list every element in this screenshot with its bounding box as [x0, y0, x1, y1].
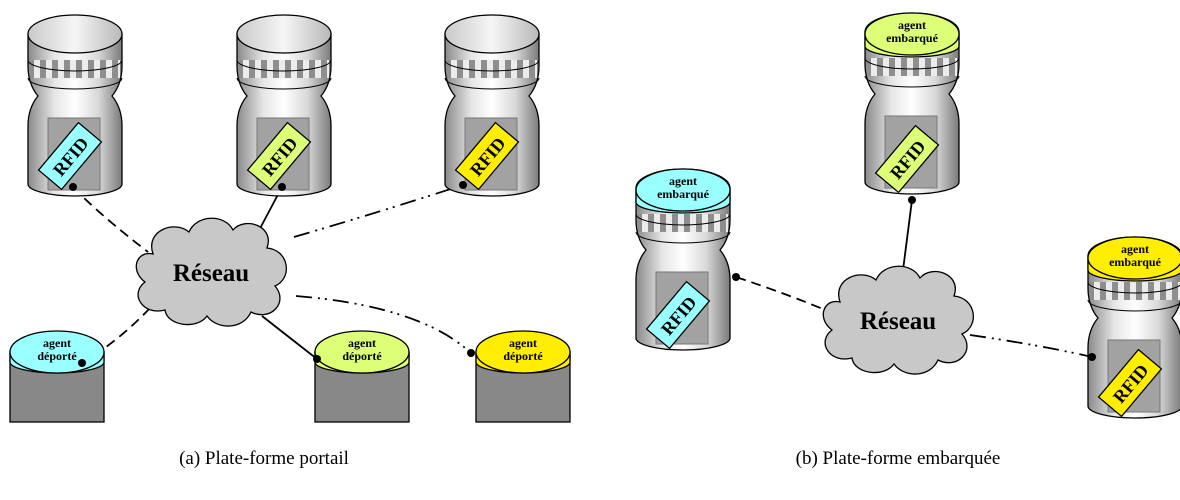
agent-label-line2: déporté — [342, 349, 382, 363]
panel-b-connectors — [735, 199, 1093, 358]
connector-solid — [901, 199, 913, 279]
agent-label-line2: embarqué — [886, 31, 938, 45]
connection-dot — [732, 273, 740, 281]
connector-dash-dot-dot — [969, 334, 1093, 358]
panel-a-connection-dots — [69, 181, 475, 367]
server-with-agent: agent embarqué RFID — [1087, 236, 1180, 419]
rfid-platforms-diagram: RFID RFID RFID Réseau agent déporté agen… — [9, 12, 1180, 423]
server-with-agent: agent embarqué RFID — [864, 12, 960, 195]
agent-label-line1: agent — [1121, 242, 1149, 256]
connection-dot — [78, 359, 86, 367]
agent-label-line1: agent — [898, 18, 926, 32]
connection-dot — [1088, 353, 1096, 361]
agent-label-line1: agent — [669, 174, 697, 188]
server: RFID — [27, 14, 123, 197]
connector-dashed — [72, 186, 149, 253]
agent-label-line2: déporté — [503, 349, 543, 363]
network-cloud: Réseau — [822, 265, 974, 375]
agent-label-line1: agent — [509, 336, 537, 350]
rfid-tag — [37, 121, 103, 191]
network-cloud: Réseau — [135, 217, 287, 327]
connector-dash-dot-dot — [295, 295, 472, 354]
agent-label-line2: déporté — [37, 349, 77, 363]
agent-label-line2: embarqué — [657, 187, 709, 201]
network-label: Réseau — [860, 308, 936, 335]
server: RFID — [444, 14, 540, 197]
agent-label-line2: embarqué — [1109, 255, 1161, 269]
rfid-tag — [1097, 348, 1163, 418]
caption-b: (b) Plate-forme embarquée — [795, 448, 1001, 469]
server: RFID — [236, 14, 332, 197]
rfid-tag — [645, 280, 711, 350]
connection-dot — [459, 181, 467, 189]
connection-dot — [278, 183, 286, 191]
connection-dot — [908, 196, 916, 204]
connection-dot — [467, 349, 475, 357]
agent-label-line1: agent — [43, 336, 71, 350]
rfid-tag — [454, 121, 520, 191]
connector-dash-dot-dot — [293, 184, 464, 238]
connection-dot — [69, 183, 77, 191]
agent-deporte-unit: agent déporté — [475, 330, 571, 423]
rfid-tag — [874, 124, 940, 194]
connector-solid — [261, 315, 318, 360]
rfid-tag — [246, 121, 312, 191]
agent-deporte-unit: agent déporté — [314, 330, 410, 423]
agent-deporte-unit: agent déporté — [9, 330, 105, 423]
connection-dot — [313, 355, 321, 363]
connector-dashed — [735, 276, 831, 313]
connector-dashed — [81, 307, 151, 364]
network-label: Réseau — [173, 260, 249, 287]
agent-label-line1: agent — [348, 336, 376, 350]
panel-b-connection-dots — [732, 196, 1096, 361]
server-with-agent: agent embarqué RFID — [635, 168, 731, 351]
caption-a: (a) Plate-forme portail — [179, 448, 349, 469]
